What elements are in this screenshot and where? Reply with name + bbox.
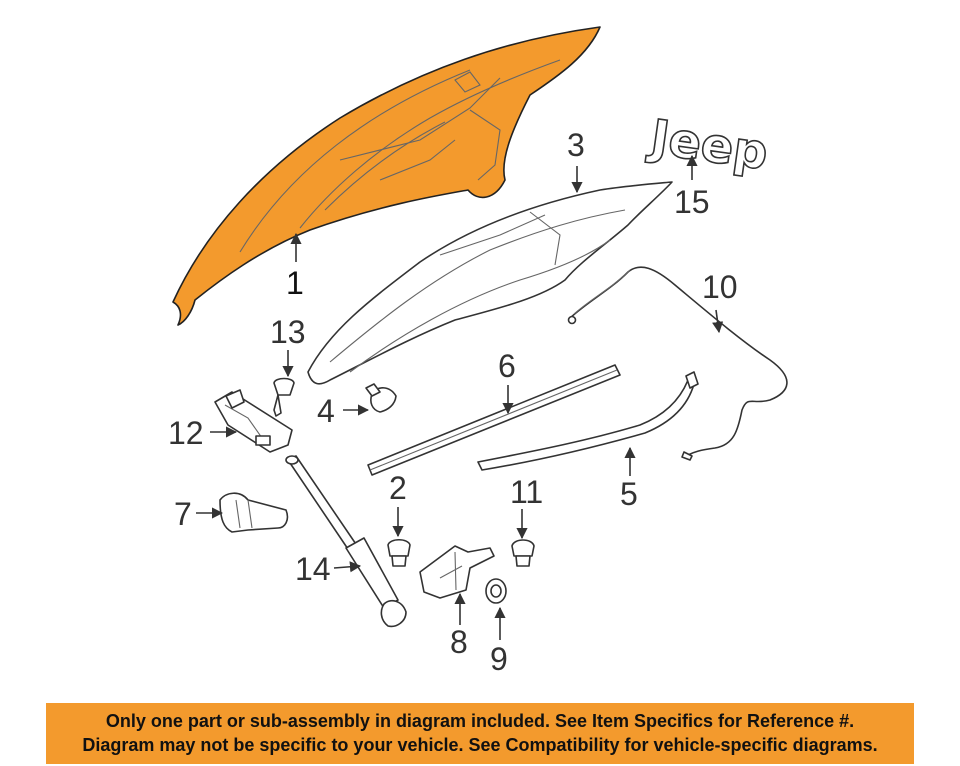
callout-4: 4 (317, 393, 335, 429)
lift-support-strut[interactable] (285, 455, 407, 628)
hood-hinge[interactable] (214, 389, 293, 453)
callout-12: 12 (168, 415, 204, 451)
callout-14: 14 (295, 551, 331, 587)
callout-1: 1 (286, 265, 304, 301)
jeep-emblem[interactable]: Jeep (644, 108, 773, 182)
disclaimer-line-1: Only one part or sub-assembly in diagram… (105, 711, 855, 731)
callout-7: 7 (174, 496, 192, 532)
bumper-stop-2[interactable] (387, 538, 411, 567)
callout-13: 13 (270, 314, 306, 350)
callout-11: 11 (510, 474, 543, 510)
disclaimer-line-2: Diagram may not be specific to your vehi… (82, 735, 878, 755)
parts-diagram: Jeep (168, 26, 788, 677)
callout-2: 2 (389, 470, 407, 506)
push-pin-4[interactable] (365, 383, 397, 413)
callout-8: 8 (450, 624, 468, 660)
latch-bracket[interactable] (419, 545, 495, 599)
callout-6: 6 (498, 348, 516, 384)
callout-9: 9 (490, 641, 508, 677)
callout-5: 5 (620, 476, 638, 512)
callout-15: 15 (674, 184, 710, 220)
bracket-7[interactable] (219, 492, 289, 533)
bumper-stop-11[interactable] (511, 539, 535, 567)
hood-seal[interactable] (367, 364, 621, 476)
hood-panel[interactable] (172, 26, 601, 326)
callout-3: 3 (567, 127, 585, 163)
callout-10: 10 (702, 269, 738, 305)
grommet-9[interactable] (485, 578, 507, 604)
clip-13[interactable] (273, 377, 295, 417)
leader-lines (196, 154, 724, 640)
release-cable[interactable] (567, 266, 788, 461)
svg-text:Jeep: Jeep (644, 109, 771, 181)
prop-rod[interactable] (477, 371, 699, 471)
disclaimer-banner: Only one part or sub-assembly in diagram… (46, 703, 914, 764)
hood-insulator[interactable] (307, 181, 673, 385)
